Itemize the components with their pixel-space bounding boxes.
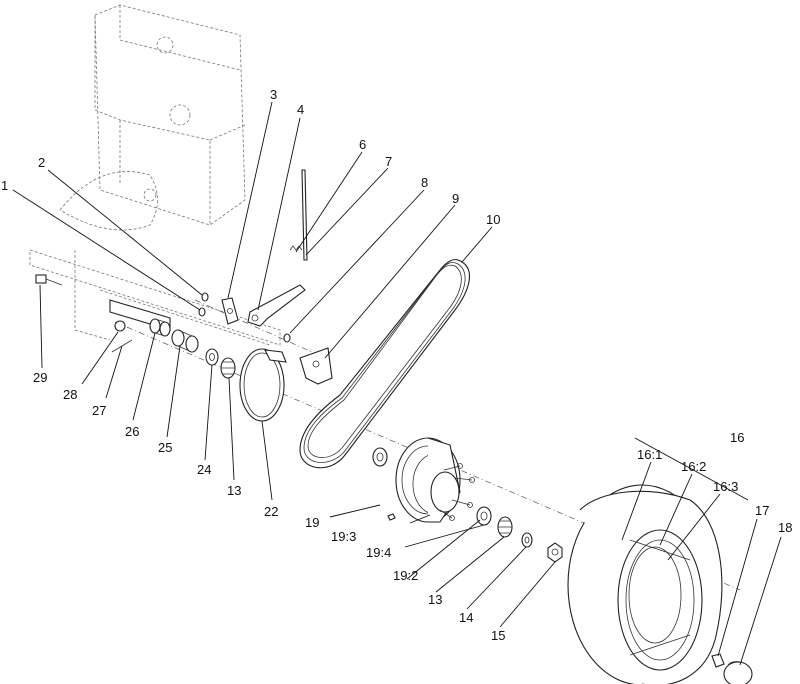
callout-16-2: 16:2 — [681, 459, 706, 474]
callout-26: 26 — [125, 424, 139, 439]
callout-9: 9 — [452, 191, 459, 206]
brake-band-22 — [239, 348, 287, 422]
callout-28: 28 — [63, 387, 77, 402]
callout-29: 29 — [33, 370, 47, 385]
callout-16: 16 — [730, 430, 744, 445]
callout-13-right: 13 — [428, 592, 442, 607]
callout-3: 3 — [270, 87, 277, 102]
callout-19-2: 19:2 — [393, 568, 418, 583]
callout-1: 1 — [1, 178, 8, 193]
parts — [35, 169, 753, 684]
callout-27: 27 — [92, 403, 106, 418]
wheel-16 — [567, 484, 723, 684]
callout-19: 19 — [305, 515, 319, 530]
washer-8 — [283, 333, 291, 343]
callout-25: 25 — [158, 440, 172, 455]
callout-8: 8 — [421, 175, 428, 190]
nut-15 — [547, 542, 563, 563]
callout-13-left: 13 — [227, 483, 241, 498]
arm-3 — [221, 297, 239, 325]
spring-7 — [289, 245, 303, 251]
bushing-17 — [711, 653, 725, 668]
cap-18 — [723, 661, 753, 684]
washer-14 — [521, 532, 533, 548]
callout-15: 15 — [491, 628, 505, 643]
callout-22: 22 — [264, 504, 278, 519]
key-19-3 — [387, 513, 396, 521]
callout-2: 2 — [38, 155, 45, 170]
callout-18: 18 — [778, 520, 792, 535]
callout-10: 10 — [486, 212, 500, 227]
callout-6: 6 — [359, 137, 366, 152]
callout-7: 7 — [385, 154, 392, 169]
washer-2 — [201, 292, 209, 302]
gear-13-right — [497, 516, 513, 538]
spacer-25 — [171, 329, 199, 353]
callout-14: 14 — [459, 610, 473, 625]
callout-labels: 1 2 3 4 6 7 8 9 10 29 28 27 26 25 24 13 … — [1, 87, 792, 643]
wheel-group-bracket — [634, 437, 749, 501]
drive-belt-10 — [299, 259, 471, 469]
washer-1 — [198, 307, 206, 317]
rod-6 — [301, 169, 308, 261]
gear-13 — [220, 357, 236, 379]
callout-16-1: 16:1 — [637, 447, 662, 462]
callout-4: 4 — [297, 102, 304, 117]
callout-17: 17 — [755, 503, 769, 518]
bushing-26 — [149, 318, 171, 337]
plate-4 — [247, 284, 306, 327]
bracket-9 — [299, 347, 333, 385]
hub-pulley-19 — [395, 437, 475, 523]
leader-lines — [12, 101, 782, 666]
washer-24 — [205, 348, 219, 366]
chassis-frame — [29, 4, 281, 346]
callout-16-3: 16:3 — [713, 479, 738, 494]
callout-19-3: 19:3 — [331, 529, 356, 544]
bearing-19-2 — [476, 506, 492, 526]
callout-19-4: 19:4 — [366, 545, 391, 560]
callout-24: 24 — [197, 462, 211, 477]
bolt-29 — [35, 274, 63, 286]
nut-28 — [114, 320, 126, 332]
